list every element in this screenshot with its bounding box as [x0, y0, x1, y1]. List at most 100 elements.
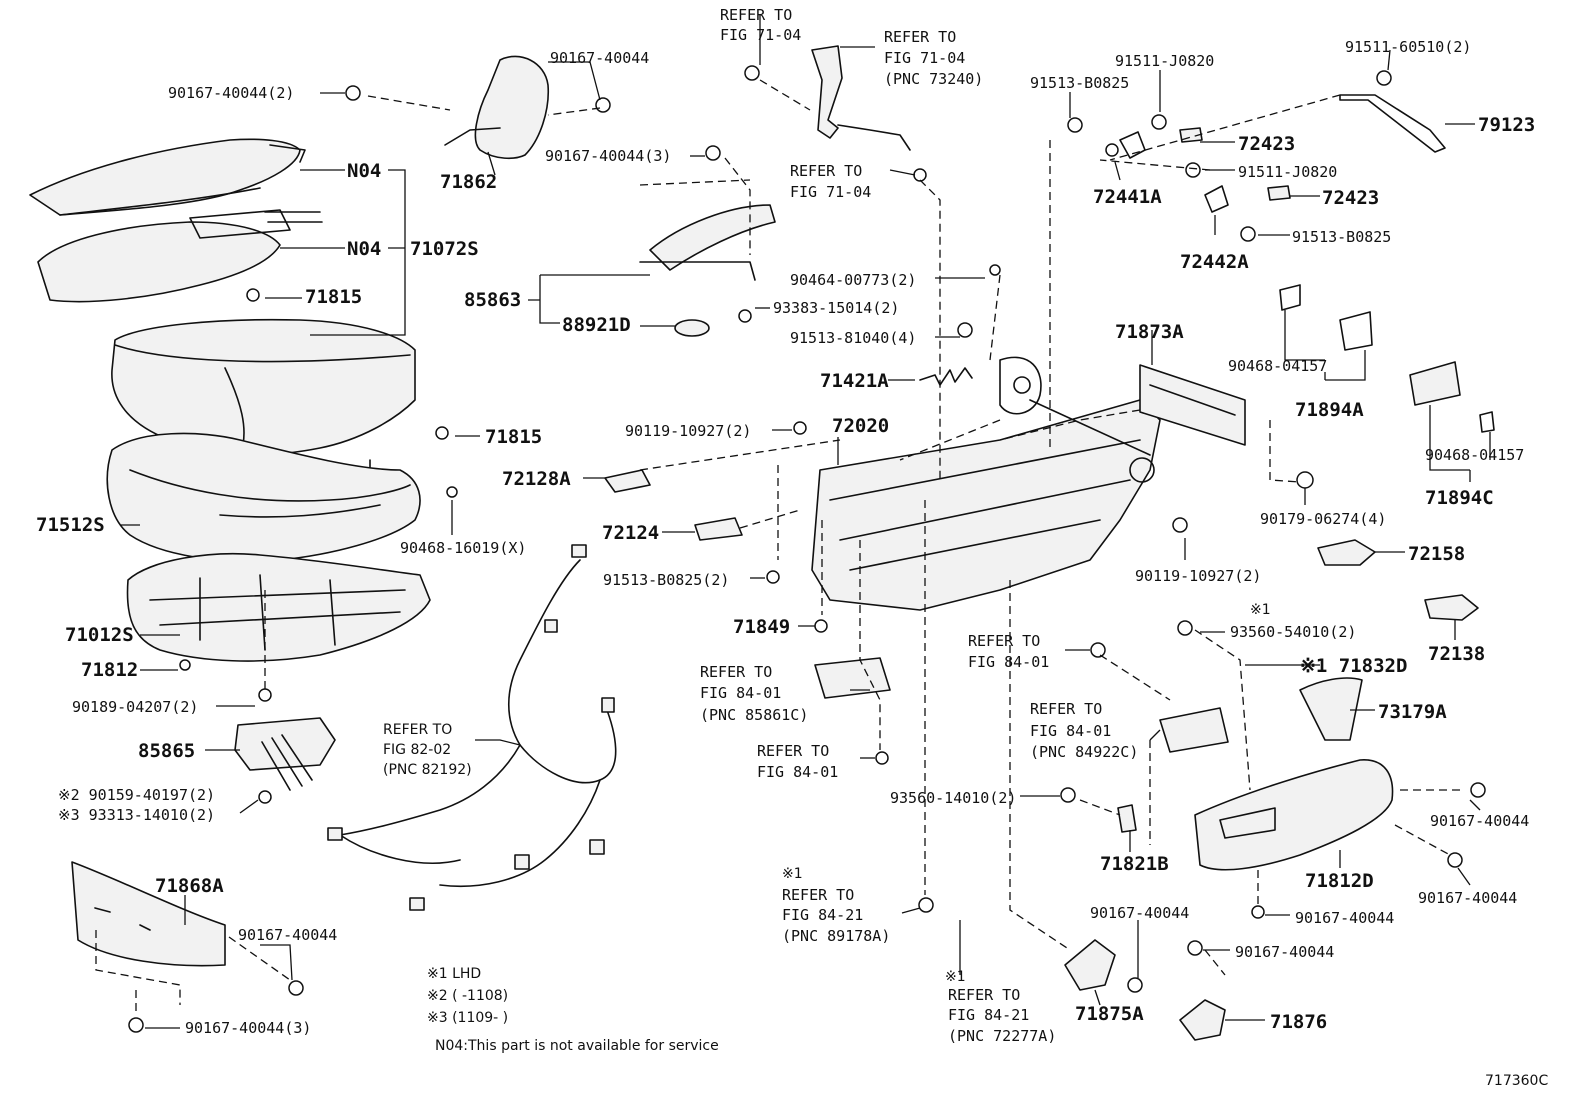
label-90167-40044-r2: 90167-40044: [1418, 889, 1517, 907]
label-ref-84-21-a3: (PNC 89178A): [782, 927, 890, 945]
seat-track-frame: [811, 356, 1161, 611]
label-71876: 71876: [1270, 1011, 1327, 1033]
label-90189: 90189-04207(2): [72, 698, 198, 716]
label-72158: 72158: [1408, 543, 1465, 565]
label-91511-j0820-a: 91511-J0820: [1115, 52, 1214, 70]
label-ref-84-01-d3: (PNC 84922C): [1030, 743, 1138, 761]
seat-heater-mat-upper: [29, 138, 306, 216]
seat-heater-mat-lower: [37, 209, 323, 303]
label-ref-84-01-a3: (PNC 85861C): [700, 706, 808, 724]
rail-71873a: [1139, 364, 1246, 446]
label-ref-84-21-a0: ※1: [782, 866, 803, 882]
spring-71421a: [919, 367, 973, 386]
link-79123: [1339, 94, 1446, 153]
wire-harness: [327, 544, 617, 911]
label-90167-40044-top: 90167-40044: [550, 49, 649, 67]
label-91513-b0825-2: 91513-B0825(2): [603, 571, 729, 589]
label-71812d: 71812D: [1305, 870, 1374, 892]
label-72020: 72020: [832, 415, 889, 437]
label-93560-54010: 93560-54010(2): [1230, 623, 1356, 641]
bracket-71894c: [1409, 361, 1495, 433]
label-ref-84-01-d1: REFER TO: [1030, 700, 1102, 718]
label-n04-a: N04: [347, 160, 381, 182]
label-ref-84-01-b2: FIG 84-01: [757, 763, 838, 781]
label-71868a: 71868A: [155, 875, 224, 897]
label-71421a: 71421A: [820, 370, 889, 392]
bracket-71876: [1179, 999, 1226, 1041]
seatbelt-buckle: [811, 45, 911, 151]
label-85865: 85865: [138, 740, 195, 762]
leader-lines: [120, 15, 1491, 1029]
label-90167-40044-r1: 90167-40044: [1430, 812, 1529, 830]
label-91513-b0825-a: 91513-B0825: [1030, 74, 1129, 92]
label-71832d: ※1 71832D: [1300, 655, 1407, 677]
label-90167-40044-r4: 90167-40044: [1235, 943, 1334, 961]
label-90167-40044-2-top: 90167-40044(2): [168, 84, 294, 102]
label-71821b: 71821B: [1100, 853, 1169, 875]
note-n04: N04:This part is not available for servi…: [435, 1038, 719, 1054]
front-cover-71868a: [71, 861, 226, 967]
label-ref-82-02-c: (PNC 82192): [383, 762, 472, 778]
label-ref-71-04-top-a: REFER TO: [720, 6, 792, 24]
label-71894c: 71894C: [1425, 487, 1494, 509]
label-72423-a: 72423: [1238, 133, 1295, 155]
labels: 90167-40044(2) 90167-40044 71862 90167-4…: [36, 6, 1548, 1089]
diagram-code: 717360C: [1485, 1073, 1548, 1089]
label-90468-04157-b: 90468-04157: [1425, 446, 1524, 464]
label-90167-40044-3-bottom: 90167-40044(3): [185, 1019, 311, 1037]
label-93313: ※3 93313-14010(2): [58, 806, 215, 824]
label-88921d: 88921D: [562, 314, 631, 336]
label-91511-60510: 91511-60510(2): [1345, 38, 1471, 56]
label-ref-82-02-a: REFER TO: [383, 722, 452, 738]
label-ref-84-01-c1: REFER TO: [968, 632, 1040, 650]
label-90179: 90179-06274(4): [1260, 510, 1386, 528]
label-93560-14010: 93560-14010(2): [890, 789, 1016, 807]
label-90119-a: 90119-10927(2): [625, 422, 751, 440]
label-90167-40044-r3: 90167-40044: [1295, 909, 1394, 927]
label-90167-40044-lower: 90167-40044: [238, 926, 337, 944]
label-ref-71-04-top-b: FIG 71-04: [720, 26, 801, 44]
label-71812: 71812: [81, 659, 138, 681]
label-ref-71-04-belt-b: FIG 71-04: [884, 49, 965, 67]
label-85863: 85863: [464, 289, 521, 311]
label-72138: 72138: [1428, 643, 1485, 665]
label-91513-81040: 91513-81040(4): [790, 329, 916, 347]
label-ref-84-21-b1: REFER TO: [948, 986, 1020, 1004]
label-90167-40044-r5: 90167-40044: [1090, 904, 1189, 922]
label-71862: 71862: [440, 171, 497, 193]
label-ref-84-21-b0: ※1: [945, 969, 966, 985]
pad-72124: [694, 517, 743, 541]
label-ref-84-21-b3: (PNC 72277A): [948, 1027, 1056, 1045]
seat-cushion-pad: [106, 432, 421, 563]
label-ref-84-21-a2: FIG 84-21: [782, 906, 863, 924]
label-71072s: 71072S: [410, 238, 479, 260]
knob-72158: [1317, 539, 1376, 566]
fasteners: [128, 65, 1486, 1033]
label-93560-54010-mark: ※1: [1250, 602, 1271, 618]
label-ref-82-02-b: FIG 82-02: [383, 742, 451, 758]
bracket-71894a: [1279, 284, 1373, 351]
bracket-72442a: [1204, 185, 1229, 213]
bracket-71875a: [1064, 939, 1116, 991]
label-ref-84-01-a1: REFER TO: [700, 663, 772, 681]
label-ref-84-01-b1: REFER TO: [757, 742, 829, 760]
label-ref-84-21-b2: FIG 84-21: [948, 1006, 1029, 1024]
label-71012s: 71012S: [65, 624, 134, 646]
label-91513-b0825-b: 91513-B0825: [1292, 228, 1391, 246]
label-72423-b: 72423: [1322, 187, 1379, 209]
label-90468-16019: 90468-16019(X): [400, 539, 526, 557]
pad-72128a: [604, 469, 651, 493]
label-71815-b: 71815: [485, 426, 542, 448]
label-71894a: 71894A: [1295, 399, 1364, 421]
cover-73179a: [1299, 677, 1363, 741]
note-lhd: ※1 LHD: [427, 966, 481, 982]
label-ref-71-04-mid-a: REFER TO: [790, 162, 862, 180]
label-91511-j0820-b: 91511-J0820: [1238, 163, 1337, 181]
label-71512s: 71512S: [36, 514, 105, 536]
label-72441a: 72441A: [1093, 186, 1162, 208]
label-71849: 71849: [733, 616, 790, 638]
clip-71821b: [1117, 804, 1137, 833]
clip-72423-b: [1267, 185, 1291, 201]
knob-72138: [1424, 594, 1479, 621]
